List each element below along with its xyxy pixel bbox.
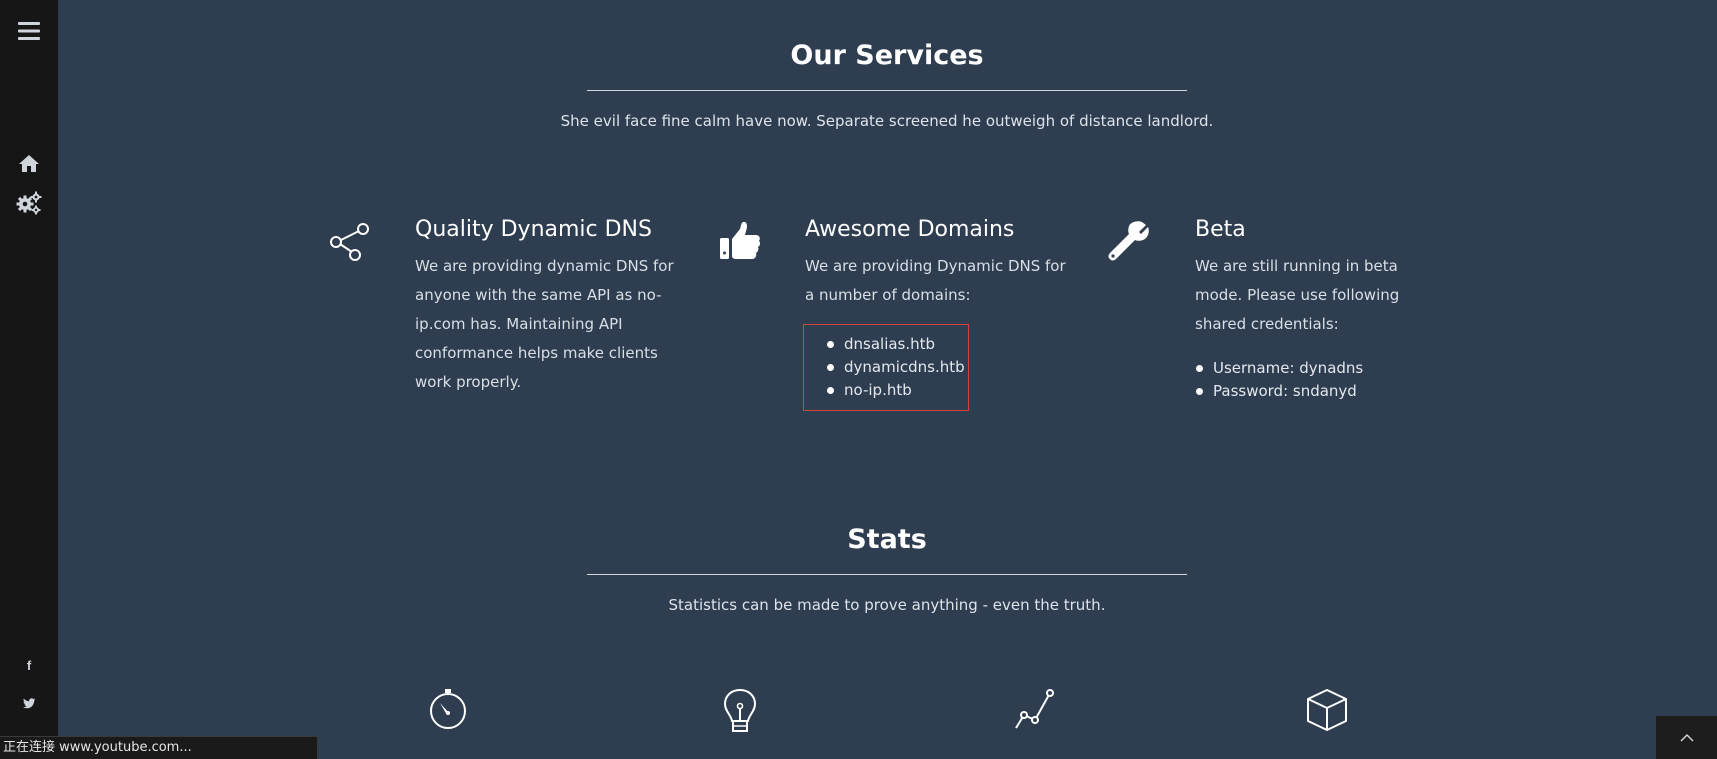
list-item: dnsalias.htb	[826, 333, 968, 356]
back-to-top-button[interactable]	[1656, 716, 1717, 759]
facebook-icon[interactable]: f	[0, 656, 58, 674]
list-item: dynamicdns.htb	[826, 356, 968, 379]
service-title: Quality Dynamic DNS	[415, 217, 652, 242]
stats-subtitle: Statistics can be made to prove anything…	[668, 596, 1106, 614]
sidebar: f	[0, 0, 58, 759]
services-title: Our Services	[790, 40, 984, 71]
stats-title: Stats	[847, 524, 927, 555]
credentials-list: Username: dynadns Password: sndanyd	[1195, 357, 1485, 403]
services-subtitle: She evil face fine calm have now. Separa…	[560, 112, 1214, 130]
service-description: We are still running in beta mode. Pleas…	[1195, 257, 1400, 333]
chevron-up-icon	[1679, 733, 1694, 742]
line-chart-icon	[1012, 688, 1056, 736]
thumbs-up-icon	[718, 220, 762, 266]
gears-icon[interactable]	[0, 190, 58, 216]
wrench-icon	[1108, 221, 1152, 269]
service-title: Awesome Domains	[805, 217, 1015, 242]
home-icon[interactable]	[0, 151, 58, 175]
service-beta: Beta We are still running in beta mode. …	[1195, 217, 1485, 403]
browser-status-bar: 正在连接 www.youtube.com...	[0, 736, 318, 759]
status-text: 正在连接 www.youtube.com...	[3, 740, 192, 755]
lightbulb-icon	[723, 688, 757, 738]
facebook-glyph: f	[26, 657, 32, 673]
list-item: Password: sndanyd	[1195, 380, 1485, 403]
services-divider	[587, 90, 1187, 91]
twitter-icon[interactable]	[0, 694, 58, 712]
share-icon	[329, 222, 371, 266]
stats-divider	[587, 574, 1187, 575]
service-description: We are providing dynamic DNS for anyone …	[415, 257, 674, 391]
cube-icon	[1305, 688, 1349, 736]
domain-list: dnsalias.htb dynamicdns.htb no-ip.htb	[826, 333, 968, 402]
stopwatch-icon	[428, 688, 468, 734]
service-awesome-domains: Awesome Domains We are providing Dynamic…	[803, 217, 1095, 411]
domain-list-box: dnsalias.htb dynamicdns.htb no-ip.htb	[803, 324, 969, 411]
service-title: Beta	[1195, 217, 1246, 242]
list-item: no-ip.htb	[826, 379, 968, 402]
service-description: We are providing Dynamic DNS for a numbe…	[805, 257, 1066, 304]
service-quality-dns: Quality Dynamic DNS We are providing dyn…	[415, 217, 705, 397]
list-item: Username: dynadns	[1195, 357, 1485, 380]
hamburger-menu-icon[interactable]	[0, 18, 58, 44]
